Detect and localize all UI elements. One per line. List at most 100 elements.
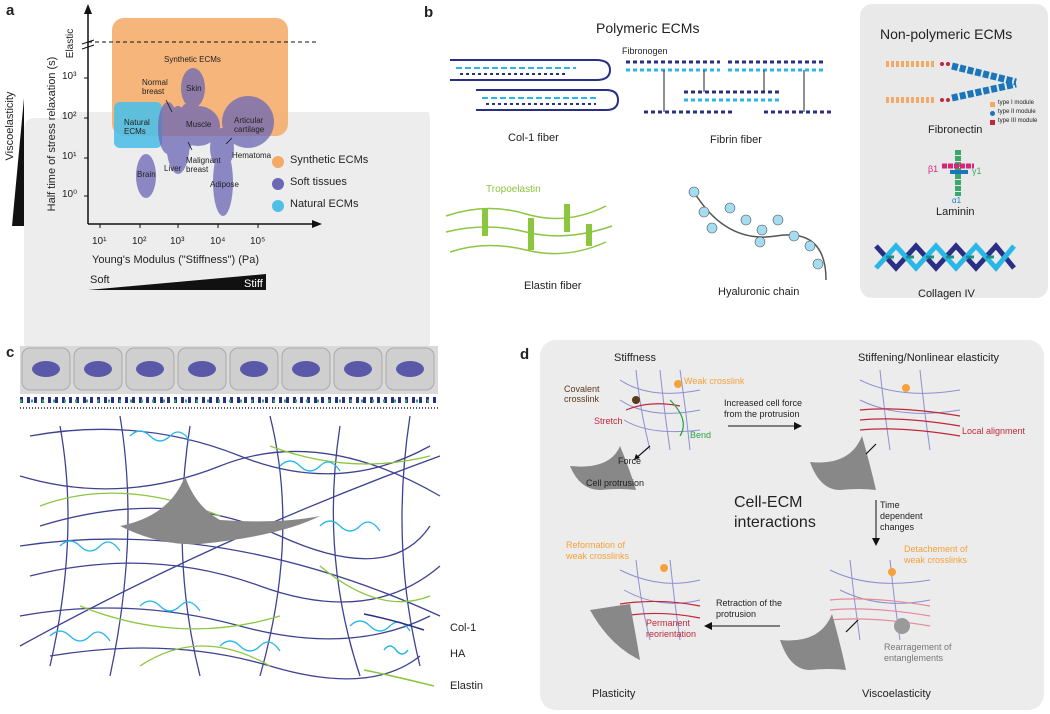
x-tick-1: 10² <box>132 236 147 247</box>
d-protrusion-label: Cell protrusion <box>586 478 645 488</box>
d-bend-label: Bend <box>690 430 712 440</box>
region-hematoma-label: Hematoma <box>232 151 272 160</box>
adipose-ellipse <box>213 148 233 216</box>
stiffness-wedge <box>88 274 266 290</box>
legend-soft-swatch <box>272 178 284 190</box>
y-tick-2: 10² <box>62 111 77 122</box>
legend-synthetic-label: Synthetic ECMs <box>290 154 369 166</box>
legend-natural-label: Natural ECMs <box>290 198 359 210</box>
hyaluronic-chain-illustration <box>688 186 827 281</box>
d-time-label: Time dependent changes <box>880 500 923 532</box>
panel-label-d: d <box>520 346 530 363</box>
articular-ellipse <box>222 96 274 148</box>
d-retraction-label: Retraction of the protrusion <box>716 598 783 619</box>
fn-legend-type1-swatch <box>990 102 995 107</box>
d-detach-label: Detachement of weak crosslinks <box>904 544 968 565</box>
viscoelasticity-label: Viscoelasticity <box>4 91 16 161</box>
region-skin-label: Skin <box>186 84 202 93</box>
x-tick-4: 10⁵ <box>250 236 266 247</box>
hyaluronic-chain-label: Hyaluronic chain <box>718 286 800 298</box>
col1-fiber-illustration <box>450 59 620 111</box>
d-rearrange-label: Rearragement of entanglements <box>884 642 952 663</box>
legend-soft-label: Soft tissues <box>290 176 347 188</box>
region-natural-label: Natural ECMs <box>124 118 150 136</box>
x-tick-0: 10¹ <box>92 236 107 247</box>
viscoelasticity-wedge <box>12 98 24 226</box>
beta1-label: β1 <box>928 164 939 174</box>
brain-ellipse <box>136 154 156 198</box>
fibrinogen-label: Fibronogen <box>622 46 668 56</box>
region-synthetic-label: Synthetic ECMs <box>164 55 221 64</box>
polymeric-title: Polymeric ECMs <box>596 20 700 36</box>
fn-legend-type2: type II module <box>998 109 1036 115</box>
gamma1-label: γ1 <box>972 166 982 176</box>
x-tick-2: 10³ <box>170 236 185 247</box>
d-reformation-label: Reformation of weak crosslinks <box>566 540 630 561</box>
d-center-line2: interactions <box>734 514 816 531</box>
stiff-label: Stiff <box>244 278 263 290</box>
d-weak-label: Weak crosslink <box>684 376 745 386</box>
legend-natural-swatch <box>272 200 284 212</box>
legend-synthetic-swatch <box>272 156 284 168</box>
panel-label-b: b <box>424 4 434 21</box>
panel-d-illustrations <box>570 369 961 670</box>
region-normal-breast-label: Normal breast <box>142 78 168 96</box>
fn-legend-type2-swatch <box>990 111 995 116</box>
panel-c-legend-lines <box>363 613 435 687</box>
d-permanent-label: Permanent reorientation <box>646 618 697 639</box>
collagen-iv-label: Collagen IV <box>918 288 975 300</box>
d-viscoelasticity-title: Viscoelasticity <box>862 688 931 700</box>
d-force-label: Force <box>618 456 642 466</box>
fibrin-fiber-label: Fibrin fiber <box>710 134 762 146</box>
skin-ellipse <box>181 68 205 108</box>
d-stiffening-title: Stiffening/Nonlinear elasticity <box>858 352 1000 364</box>
soft-label: Soft <box>90 274 110 286</box>
y-tick-3: 10³ <box>62 71 77 82</box>
panel-label-c: c <box>6 344 15 361</box>
region-muscle-label: Muscle <box>186 120 212 129</box>
d-stretch-label: Stretch <box>594 416 623 426</box>
laminin-illustration <box>942 150 974 196</box>
fn-legend-type3: type III module <box>998 118 1038 124</box>
legend-elastin-label: Elastin <box>450 680 484 692</box>
fibronectin-label: Fibronectin <box>928 124 983 136</box>
region-malignant-label: Malignant breast <box>186 156 221 174</box>
panel-a-plot <box>12 4 322 290</box>
panel-c-cell-shape <box>120 476 320 545</box>
d-plasticity-title: Plasticity <box>592 688 636 700</box>
alpha1-label: α1 <box>952 196 962 205</box>
laminin-label: Laminin <box>936 206 975 218</box>
d-center-line1: Cell-ECM <box>734 494 803 511</box>
natural-ecm-region <box>114 102 162 148</box>
panel-c-cell-layer <box>20 346 438 409</box>
elastin-fiber-illustration <box>445 204 613 255</box>
panel-d-gray-background <box>540 340 1044 710</box>
nonpolymeric-title: Non-polymeric ECMs <box>880 26 1013 42</box>
elastin-fiber-label: Elastin fiber <box>524 280 582 292</box>
x-tick-3: 10⁴ <box>210 236 226 247</box>
x-axis-label: Young's Modulus ("Stiffness") (Pa) <box>92 254 260 266</box>
d-covalent-label: Covalent crosslink <box>564 384 600 404</box>
legend-col1-label: Col-1 <box>450 622 477 634</box>
d-increased-label: Increased cell force from the protrusion <box>724 398 803 419</box>
region-brain-label: Brain <box>137 170 156 179</box>
y-axis-label: Half time of stress relaxation (s) <box>46 56 58 212</box>
elastic-label: Elastic <box>65 28 77 59</box>
fibrin-fiber-illustration <box>626 60 834 114</box>
collagen-iv-illustration <box>874 242 1016 272</box>
region-adipose-label: Adipose <box>210 180 239 189</box>
tropoelastin-label: Tropoelastin <box>486 184 541 195</box>
malignant-ellipse <box>178 104 194 152</box>
region-liver-label: Liver <box>164 164 182 173</box>
y-tick-1: 10¹ <box>62 151 77 162</box>
region-articular-label: Articular cartilage <box>234 116 265 134</box>
panel-c-ecm-network <box>19 415 441 680</box>
col1-fiber-label: Col-1 fiber <box>508 132 559 144</box>
fn-legend-type3-swatch <box>990 120 995 125</box>
legend-ha-label: HA <box>450 648 466 660</box>
d-stiffness-title: Stiffness <box>614 352 656 364</box>
fn-legend-type1: type I module <box>998 100 1035 106</box>
y-tick-0: 10⁰ <box>62 189 78 200</box>
d-alignment-label: Local alignment <box>962 426 1026 436</box>
